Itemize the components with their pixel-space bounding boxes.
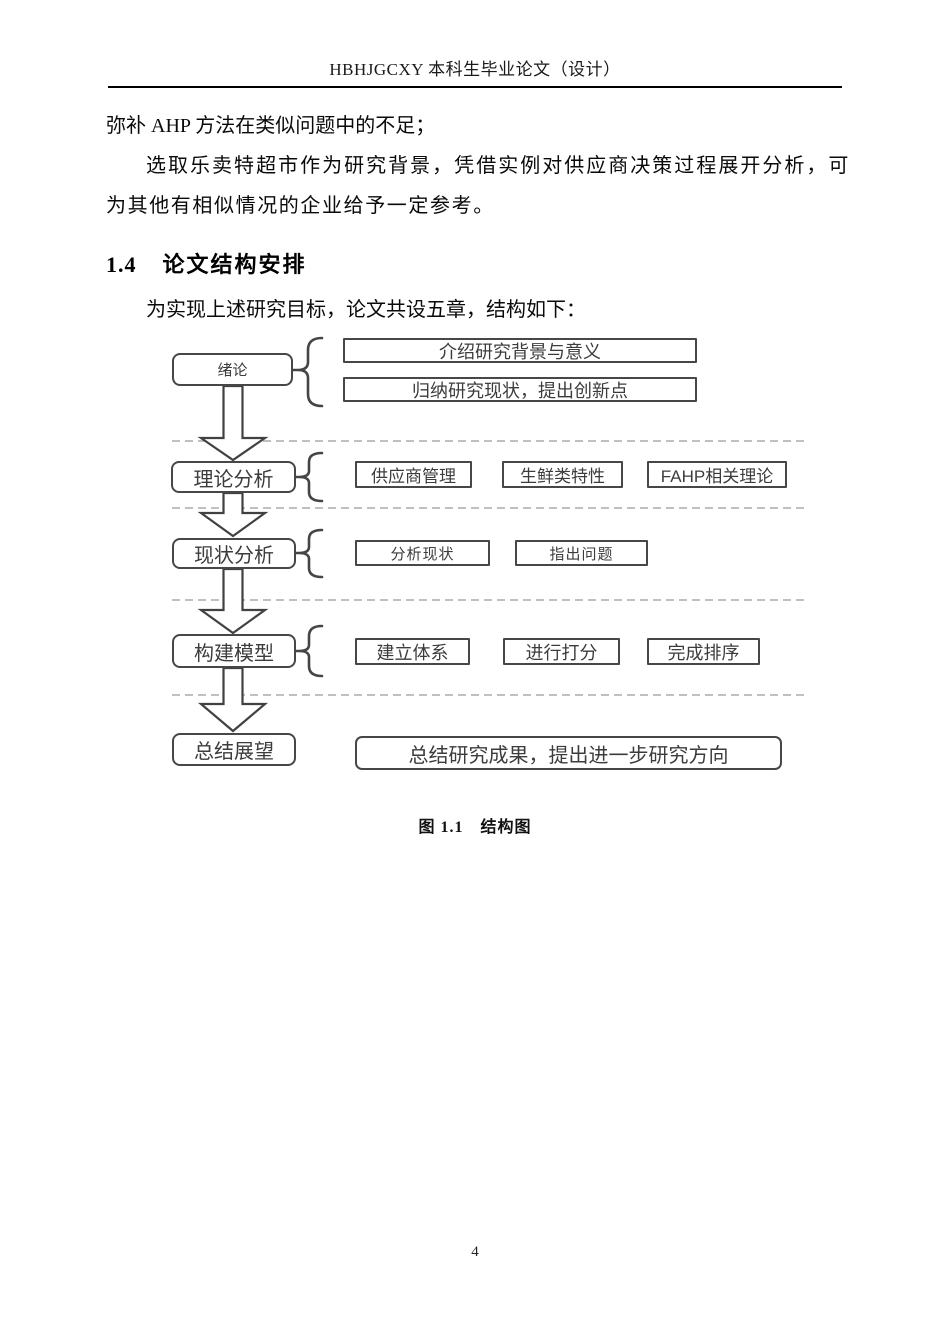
stage-box-introduction: 绪论 (172, 353, 293, 386)
item-box-summary-future: 总结研究成果，提出进一步研究方向 (355, 736, 782, 770)
brace-row-3 (294, 528, 324, 579)
stage-box-build-model: 构建模型 (172, 634, 296, 668)
dashed-separator-lines (172, 440, 808, 696)
down-arrow-1 (197, 384, 269, 462)
item-box-fahp-theory: FAHP相关理论 (647, 461, 787, 488)
item-box-fresh-characteristics: 生鲜类特性 (502, 461, 623, 488)
item-box-supplier-management: 供应商管理 (355, 461, 472, 488)
item-box-build-system: 建立体系 (355, 638, 470, 665)
figure-caption: 图 1.1 结构图 (418, 819, 532, 836)
group-braces (291, 336, 324, 678)
paragraph-case-study: 选取乐卖特超市作为研究背景，凭借实例对供应商决策过程展开分析，可为其他有相似情况… (106, 155, 850, 217)
item-box-scoring: 进行打分 (503, 638, 620, 665)
paragraph-ahp-gap: 弥补 AHP 方法在类似问题中的不足； (106, 115, 436, 137)
stage-box-status-analysis: 现状分析 (172, 538, 296, 569)
page-number: 4 (471, 1244, 479, 1260)
section-heading-1-4: 1.4 论文结构安排 (106, 247, 307, 279)
brace-row-1 (291, 336, 324, 408)
item-box-background-significance: 介绍研究背景与意义 (343, 338, 697, 363)
stage-box-theory-analysis: 理论分析 (171, 461, 296, 493)
header-divider (108, 86, 842, 88)
down-arrow-3 (197, 567, 269, 635)
paragraph-structure-intro: 为实现上述研究目标，论文共设五章，结构如下： (146, 299, 586, 321)
item-box-point-out-problems: 指出问题 (515, 540, 648, 566)
diagram-connectors (172, 336, 808, 733)
item-box-research-status: 归纳研究现状，提出创新点 (343, 377, 697, 402)
down-arrow-4 (197, 666, 269, 733)
brace-row-2 (293, 451, 324, 503)
item-box-complete-ranking: 完成排序 (647, 638, 760, 665)
down-arrow-2 (197, 491, 269, 538)
section-number: 1.4 (106, 252, 137, 277)
page-header-title: HBHJGCXY 本科生毕业论文（设计） (329, 60, 621, 79)
stage-box-summary-outlook: 总结展望 (172, 733, 296, 766)
section-title: 论文结构安排 (162, 252, 307, 277)
structure-diagram: 绪论 介绍研究背景与意义 归纳研究现状，提出创新点 理论分析 供应商管理 生鲜类… (0, 330, 950, 800)
down-arrows (197, 384, 269, 733)
item-box-analyze-status: 分析现状 (355, 540, 490, 566)
brace-row-4 (294, 624, 324, 678)
